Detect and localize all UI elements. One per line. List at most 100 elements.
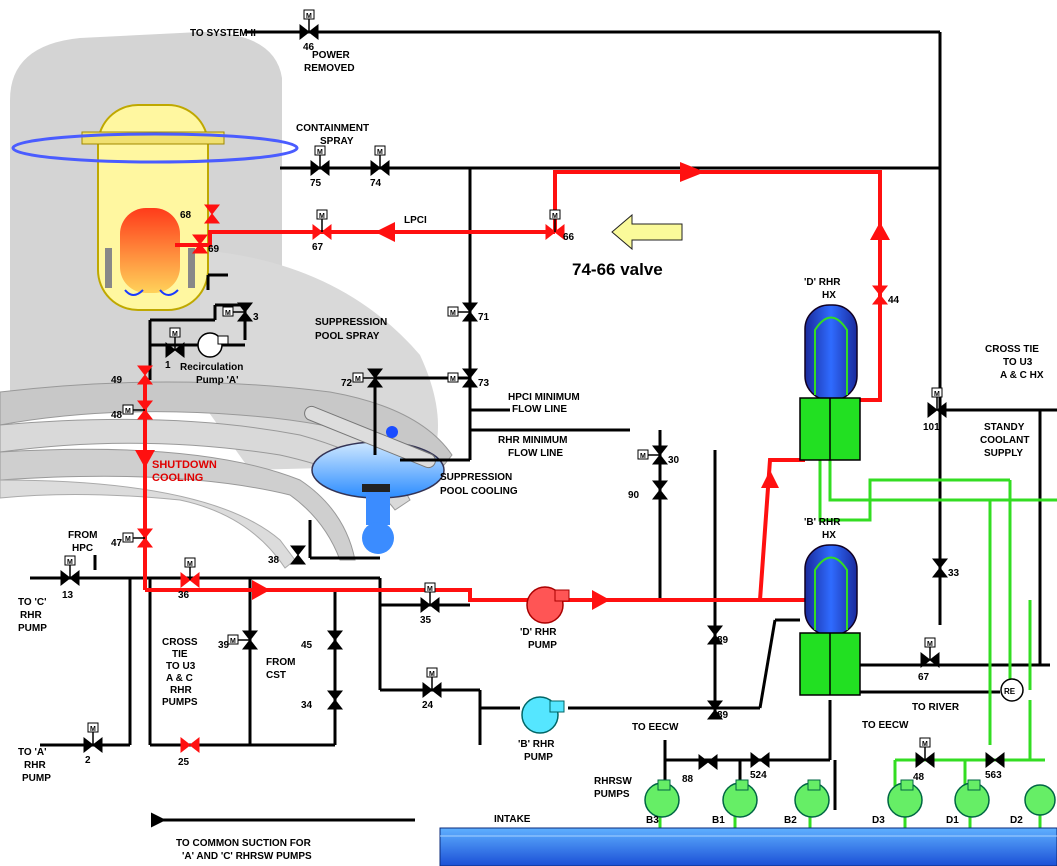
label-to-u3: TO U3 bbox=[1003, 357, 1033, 368]
label-b-rhr-hx: 'B' RHR bbox=[804, 517, 841, 528]
valve[interactable]: 38 bbox=[268, 545, 307, 566]
label-cst: CST bbox=[266, 670, 286, 681]
label-to-c: TO 'C' bbox=[18, 597, 46, 608]
label-to-eecw: TO EECW bbox=[632, 722, 679, 733]
motor-tag: M bbox=[450, 376, 456, 383]
valve[interactable]: M 67 bbox=[918, 637, 940, 683]
label-intake: INTAKE bbox=[494, 814, 531, 825]
valve-body-icon bbox=[750, 751, 770, 769]
valve[interactable]: 44 bbox=[871, 285, 900, 306]
valve-number: 45 bbox=[301, 640, 313, 651]
valve[interactable]: 88 bbox=[682, 753, 718, 785]
valve[interactable]: M39 bbox=[218, 630, 259, 651]
label-rhr-minimum: RHR MINIMUM bbox=[498, 435, 567, 446]
motor-tag: M bbox=[187, 561, 193, 568]
valve[interactable]: 69 bbox=[191, 234, 220, 255]
valve-body-icon bbox=[180, 736, 200, 754]
motor-tag: M bbox=[450, 310, 456, 317]
valve-number: 49 bbox=[111, 375, 123, 386]
label-from: FROM bbox=[68, 530, 97, 541]
valve[interactable]: M35 bbox=[420, 582, 440, 626]
label-to-eecw-2: TO EECW bbox=[862, 720, 909, 731]
valve[interactable]: M36 bbox=[178, 557, 200, 601]
motor-tag: M bbox=[427, 586, 433, 593]
label-d-pump: PUMP bbox=[528, 640, 557, 651]
label-rhrsw: RHRSW bbox=[594, 776, 632, 787]
valve-number: 90 bbox=[628, 490, 640, 501]
valve[interactable]: 68 bbox=[180, 204, 221, 224]
valve[interactable]: 563 bbox=[985, 751, 1005, 781]
label-a-c: A & C bbox=[166, 673, 193, 684]
valve-body-icon bbox=[706, 625, 724, 645]
motor-tag: M bbox=[317, 149, 323, 156]
valve[interactable]: M24 bbox=[422, 667, 442, 711]
pump-tag: B1 bbox=[712, 815, 725, 826]
valve-number: 75 bbox=[310, 178, 322, 189]
label-rhrsw-pumps: PUMPS bbox=[594, 789, 630, 800]
valve[interactable]: M48 bbox=[111, 400, 154, 421]
valve[interactable]: 34 bbox=[301, 690, 344, 711]
valve[interactable]: 524 bbox=[750, 751, 770, 781]
motor-tag: M bbox=[552, 213, 558, 220]
label-standy: STANDY bbox=[984, 422, 1025, 433]
label-d-rhr-pump: 'D' RHR bbox=[520, 627, 557, 638]
pump-tag: D2 bbox=[1010, 815, 1023, 826]
valve[interactable]: M66 bbox=[545, 209, 575, 243]
valve[interactable]: 33 bbox=[931, 558, 960, 579]
callout-arrow-icon bbox=[611, 213, 683, 251]
motor-tag: M bbox=[927, 641, 933, 648]
valve[interactable]: 45 bbox=[301, 630, 344, 651]
motor-tag: M bbox=[125, 536, 131, 543]
valve-number: 33 bbox=[948, 568, 960, 579]
valve[interactable]: 89 bbox=[706, 700, 729, 721]
valve[interactable]: M46 bbox=[299, 9, 319, 53]
label-a-pump: PUMP bbox=[22, 773, 51, 784]
motor-tag: M bbox=[377, 149, 383, 156]
valve[interactable]: 90 bbox=[628, 480, 669, 501]
valve[interactable]: M 75 bbox=[310, 145, 330, 189]
label-hpci-minimum: HPCI MINIMUM bbox=[508, 392, 580, 403]
valve-number: 524 bbox=[750, 770, 767, 781]
valve[interactable]: M47 bbox=[111, 528, 154, 549]
valve-number: 67 bbox=[918, 672, 930, 683]
valve[interactable]: M13 bbox=[60, 555, 80, 601]
valve-number: 47 bbox=[111, 538, 123, 549]
valve[interactable]: 49 bbox=[111, 365, 154, 386]
valve-body-icon bbox=[289, 545, 307, 565]
green-rhrsw-piping bbox=[658, 460, 1057, 848]
valve-number: 563 bbox=[985, 770, 1002, 781]
valve[interactable]: M48 bbox=[913, 737, 935, 783]
valve[interactable]: M1 bbox=[165, 327, 185, 371]
recirculation-pump-a bbox=[197, 332, 229, 358]
label-common-suction: TO COMMON SUCTION FOR bbox=[176, 838, 312, 849]
valve-number: 89 bbox=[717, 635, 729, 646]
valve[interactable]: M72 bbox=[341, 368, 384, 389]
label-cross: CROSS bbox=[162, 637, 198, 648]
valve[interactable]: 89 bbox=[706, 625, 729, 646]
label-containment: CONTAINMENT bbox=[296, 123, 369, 134]
valve[interactable]: M67 bbox=[312, 209, 332, 253]
valve-number: 1 bbox=[165, 360, 171, 371]
valve[interactable]: 25 bbox=[178, 736, 200, 768]
motor-tag: M bbox=[172, 331, 178, 338]
valve-number: 72 bbox=[341, 378, 353, 389]
label-a-rhr: RHR bbox=[24, 760, 46, 771]
label-recirculation: Recirculation bbox=[180, 362, 243, 373]
valve-number: 39 bbox=[218, 640, 230, 651]
valve-number: 68 bbox=[180, 210, 192, 221]
label-d-rhr-hx: 'D' RHR bbox=[804, 277, 841, 288]
valve-number: 89 bbox=[717, 710, 729, 721]
label-removed: REMOVED bbox=[304, 63, 355, 74]
valve[interactable]: M2 bbox=[83, 722, 103, 766]
valve-number: 25 bbox=[178, 757, 190, 768]
valve[interactable]: M74 bbox=[370, 145, 390, 189]
suppression-pool bbox=[304, 405, 445, 554]
motor-tag: M bbox=[225, 310, 231, 317]
label-pump-a: Pump 'A' bbox=[196, 375, 239, 386]
